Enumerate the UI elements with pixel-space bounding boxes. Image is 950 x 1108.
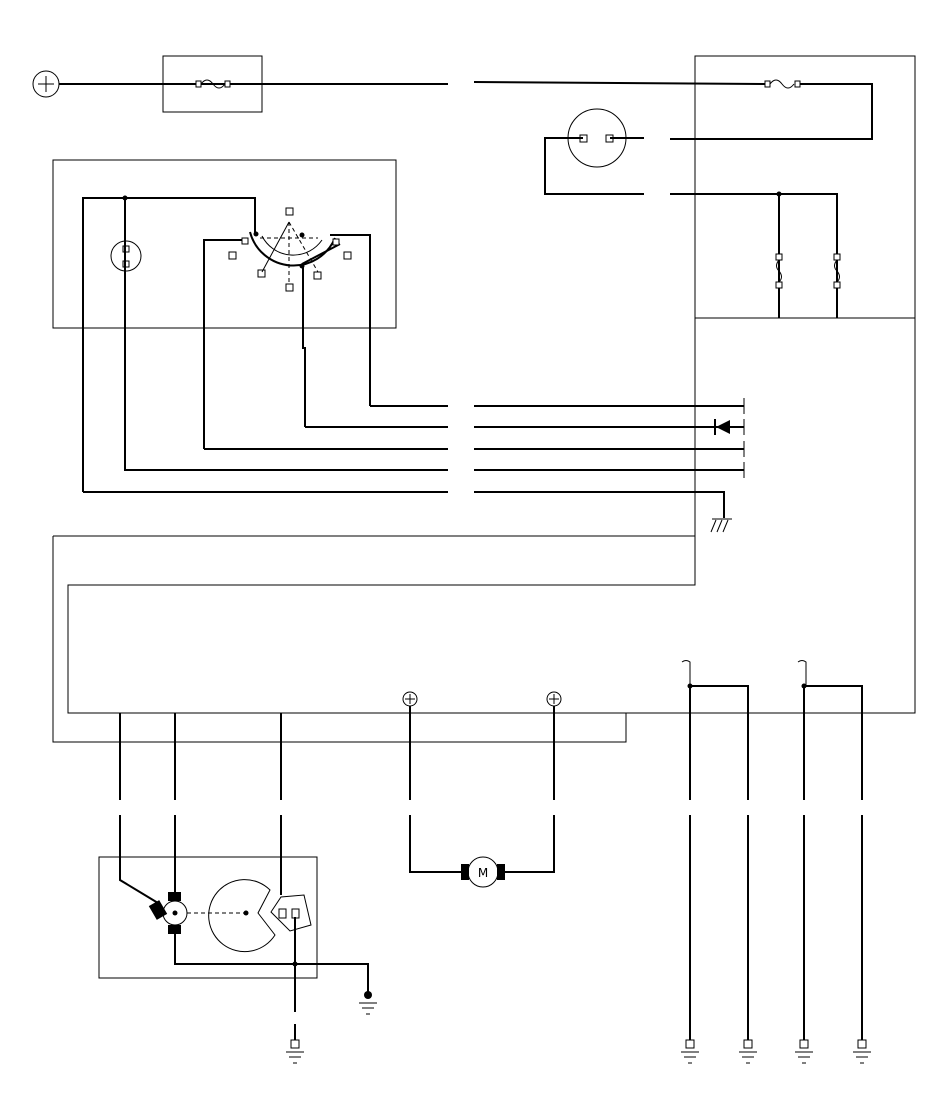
lamp-wire — [124, 198, 448, 471]
diode-icon — [714, 419, 730, 435]
fuse-icon — [833, 253, 841, 289]
ground-icon — [795, 1039, 813, 1064]
motor-label: M — [478, 866, 488, 880]
control-module-box — [67, 318, 916, 714]
ground-icon — [739, 1039, 757, 1064]
harness-box — [52, 536, 627, 743]
wire-park — [302, 266, 306, 427]
plus-terminal-icon — [402, 691, 418, 707]
battery-positive-icon — [32, 70, 60, 98]
rotary-switch-icon — [228, 207, 352, 292]
ground-icon — [710, 518, 732, 533]
ground-icon — [359, 991, 377, 1015]
fuse-icon — [775, 253, 783, 289]
wiper-motor-box — [98, 856, 318, 979]
ground-icon — [853, 1039, 871, 1064]
ground-icon — [286, 1039, 304, 1064]
wiper-motor-icon — [148, 892, 188, 934]
ground-icon — [681, 1039, 699, 1064]
fuse-icon — [195, 79, 231, 89]
fuse-icon — [764, 79, 801, 89]
motor-icon: M — [461, 856, 505, 888]
fuse-icon — [681, 660, 807, 686]
supply-wire-right — [473, 81, 767, 85]
fuse-box-left — [162, 55, 263, 113]
plus-terminal-icon — [546, 691, 562, 707]
wire-fuse-to-relay — [670, 83, 873, 140]
wire-high — [330, 234, 371, 406]
wiper-switch-box — [52, 159, 397, 329]
fuse-relay-box — [694, 55, 916, 319]
cam-disc-icon — [208, 879, 312, 953]
wire-low — [203, 239, 243, 449]
ground-wire — [82, 197, 256, 492]
